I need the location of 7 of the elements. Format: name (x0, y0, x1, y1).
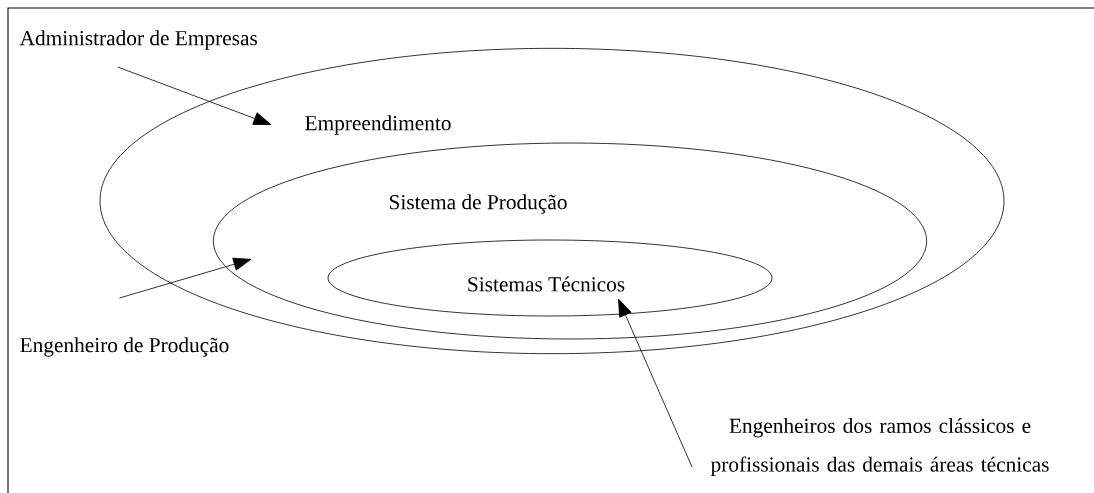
role-label: Engenheiro de Produção (20, 337, 229, 357)
arrow (119, 257, 252, 299)
ellipse-region: Sistemas Técnicos (327, 239, 773, 317)
arrow (618, 298, 693, 468)
role-label: Engenheiros dos ramos clássicos e profissionais das demais áreas técnicas (710, 418, 1049, 476)
role-label: Administrador de Empresas (19, 30, 257, 50)
arrow (117, 66, 272, 125)
